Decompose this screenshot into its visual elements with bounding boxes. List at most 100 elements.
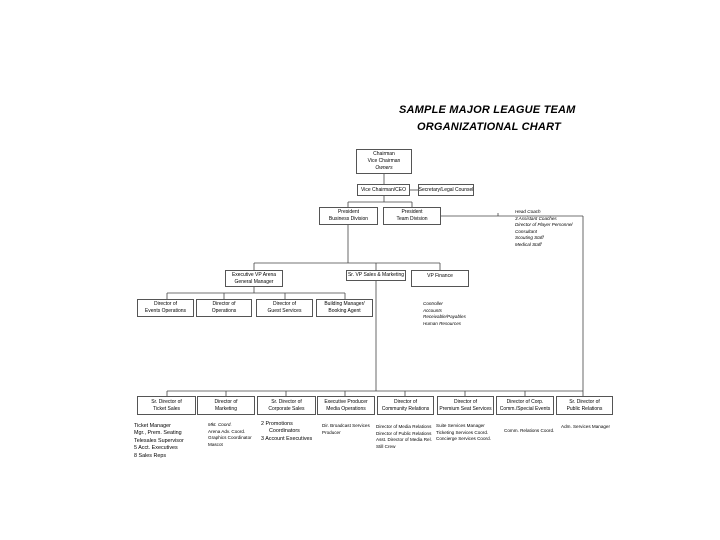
list-item: Ticket Manager bbox=[134, 423, 171, 429]
box-line: Chairman bbox=[373, 151, 395, 157]
dir-events-box: Director of Events Operations bbox=[137, 299, 194, 317]
sr-dir-ticket-box: Sr. Director of Ticket Sales bbox=[137, 396, 196, 415]
box-line: Executive Producer bbox=[324, 398, 368, 405]
list-item: Producer bbox=[322, 429, 341, 435]
box-line: Sr. Director of bbox=[271, 398, 302, 405]
box-line: Vice Chairman/CEO bbox=[361, 186, 406, 193]
box-line: Booking Agent bbox=[328, 308, 361, 314]
box-line: Marketing bbox=[215, 405, 237, 412]
list-item: 3 Account Executives bbox=[261, 435, 313, 442]
list-item: 5 Acct. Executives bbox=[134, 445, 178, 452]
box-line: Director of bbox=[453, 398, 478, 405]
list-item: Arena Adv. Coord. bbox=[208, 428, 246, 434]
list-item: Suite Services Manager bbox=[436, 423, 485, 428]
list-item: Ticketing Services Coord. bbox=[436, 429, 489, 435]
box-line: Guest Services bbox=[267, 308, 302, 314]
dir-marketing-box: Director of Marketing bbox=[197, 396, 255, 415]
list-item: Consultant bbox=[515, 228, 537, 234]
box-line: Director of bbox=[153, 301, 178, 307]
marketing-staff-list: Mkt. Coord. Arena Adv. Coord. Graphics C… bbox=[208, 422, 252, 448]
list-item: Coordinators bbox=[269, 428, 300, 435]
box-line: General Manager bbox=[234, 278, 274, 285]
list-item: Head Coach bbox=[515, 209, 541, 214]
list-item: Adm. Services Manager bbox=[561, 424, 611, 429]
box-line: Owners bbox=[375, 165, 393, 171]
box-line: Director of bbox=[393, 398, 418, 405]
vp-finance-box: VP Finance bbox=[411, 270, 469, 287]
box-line: Vice Chairman bbox=[367, 158, 401, 164]
list-item: Director of Public Relations bbox=[376, 430, 432, 436]
president-team-box: President Team Division bbox=[383, 207, 441, 225]
sr-dir-corporate-box: Sr. Director of Corporate Sales bbox=[257, 396, 316, 415]
chart-title-line2: ORGANIZATIONAL CHART bbox=[417, 121, 561, 133]
list-item: Accounts bbox=[423, 307, 442, 313]
sr-vp-sales-box: Sr. VP Sales & Marketing bbox=[346, 270, 406, 281]
vice-chairman-ceo-box: Vice Chairman/CEO bbox=[357, 184, 410, 196]
box-line: Business Division bbox=[328, 216, 369, 222]
box-line: Premium Seat Services bbox=[439, 405, 492, 412]
list-item: 8 Sales Reps bbox=[134, 452, 167, 459]
box-line: Secretary/Legal Counsel bbox=[418, 186, 474, 193]
list-item: Controller bbox=[423, 301, 443, 306]
dir-operations-box: Director of Operations bbox=[196, 299, 252, 317]
box-line: Director of bbox=[272, 301, 297, 307]
box-line: Media Operations bbox=[326, 405, 366, 412]
box-line: Public Relations bbox=[566, 405, 603, 412]
media-staff-list: Dir. Broadcast Services Producer bbox=[322, 423, 370, 436]
president-business-box: President Business Division bbox=[319, 207, 378, 225]
box-line: Events Operations bbox=[144, 308, 187, 314]
dir-community-box: Director of Community Relations bbox=[377, 396, 434, 415]
dir-guest-box: Director of Guest Services bbox=[256, 299, 313, 317]
box-line: President bbox=[337, 209, 360, 215]
premium-staff-list: Suite Services Manager Ticketing Service… bbox=[436, 423, 491, 443]
dir-corp-comm-box: Director of Corp. Comm./Special Events bbox=[496, 396, 554, 415]
team-staff-list: Head Coach 3 Assistant Coaches Director … bbox=[515, 209, 572, 249]
box-line: Ticket Sales bbox=[152, 405, 181, 412]
box-line: President bbox=[401, 209, 423, 215]
list-item: Comm. Relations Coord. bbox=[504, 428, 555, 433]
list-item: Dir. Broadcast Services bbox=[322, 423, 370, 428]
list-item: Director of Media Relations bbox=[376, 424, 432, 429]
owners-box: Chairman Vice Chairman Owners bbox=[356, 149, 412, 174]
list-item: Graphics Coordinator bbox=[208, 435, 252, 441]
exec-producer-box: Executive Producer Media Operations bbox=[317, 396, 375, 415]
list-item: Asst. Director of Media Rel. bbox=[376, 437, 432, 443]
building-manager-box: Building Manager/ Booking Agent bbox=[316, 299, 373, 317]
sr-dir-pr-box: Sr. Director of Public Relations bbox=[556, 396, 613, 415]
box-line: Director of bbox=[214, 398, 238, 405]
pr-staff-list: Adm. Services Manager bbox=[561, 424, 610, 431]
list-item: Director of Player Personnel bbox=[515, 222, 573, 228]
chart-title-line1: SAMPLE MAJOR LEAGUE TEAM bbox=[399, 104, 576, 116]
list-item: Still Crew bbox=[376, 443, 396, 449]
box-line: VP Finance bbox=[427, 273, 453, 279]
ticket-staff-list: Ticket Manager Mgr., Prem. Seating Teles… bbox=[134, 423, 184, 460]
list-item: Concierge Services Coord. bbox=[436, 436, 491, 442]
box-line: Sr. VP Sales & Marketing bbox=[347, 272, 405, 278]
box-line: Corporate Sales bbox=[268, 405, 305, 412]
community-staff-list: Director of Media Relations Director of … bbox=[376, 424, 432, 450]
box-line: Community Relations bbox=[381, 405, 430, 412]
list-item: Mkt. Coord. bbox=[208, 422, 232, 427]
list-item: 2 Promotions bbox=[261, 421, 293, 427]
secretary-legal-box: Secretary/Legal Counsel bbox=[418, 184, 474, 196]
box-line: Building Manager/ bbox=[324, 301, 365, 307]
box-line: Executive VP Arena bbox=[231, 271, 277, 278]
box-line: Sr. Director of bbox=[569, 398, 600, 405]
box-line: Comm./Special Events bbox=[499, 405, 551, 412]
box-line: Team Division bbox=[396, 216, 428, 222]
corp-comm-staff-list: Comm. Relations Coord. bbox=[504, 428, 554, 435]
list-item: Human Resources bbox=[423, 320, 462, 326]
list-item: Medical Staff bbox=[515, 241, 542, 247]
box-line: Director of Corp. bbox=[506, 398, 544, 405]
list-item: Receivable/Payables bbox=[423, 314, 466, 320]
box-line: Sr. Director of bbox=[151, 398, 182, 405]
list-item: Telesales Supervisor bbox=[134, 437, 184, 444]
corporate-staff-list: 2 Promotions Coordinators 3 Account Exec… bbox=[261, 421, 312, 443]
list-item: Mascot bbox=[208, 441, 223, 447]
list-item: Scouting Staff bbox=[515, 235, 544, 241]
exec-vp-arena-box: Executive VP Arena General Manager bbox=[225, 270, 283, 287]
box-line: Director of bbox=[212, 301, 236, 307]
dir-premium-box: Director of Premium Seat Services bbox=[437, 396, 494, 415]
list-item: Mgr., Prem. Seating bbox=[134, 430, 182, 437]
